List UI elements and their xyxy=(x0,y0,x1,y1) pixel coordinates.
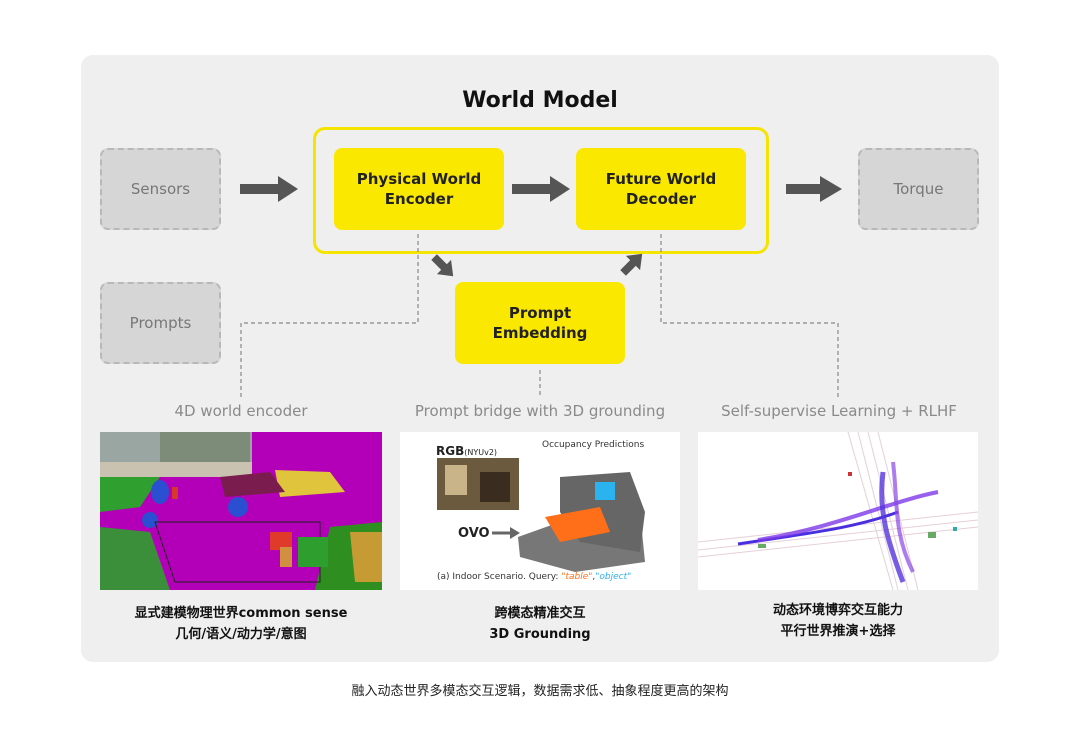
segmentation-image xyxy=(100,432,382,590)
bottom-middle-line-2: 3D Grounding xyxy=(489,627,591,642)
caption-self-supervise: Self-supervise Learning + RLHF xyxy=(721,402,957,420)
query-object: "object" xyxy=(595,572,632,582)
diagram-title: World Model xyxy=(462,88,618,113)
physical-world-encoder-node: Physical World Encoder xyxy=(334,148,504,230)
encoder-line-2: Encoder xyxy=(384,190,454,208)
decoder-line-1: Future World xyxy=(605,170,717,188)
rgb-sub-label: (NYUv2) xyxy=(464,448,498,457)
ovo-label: OVO xyxy=(458,526,490,541)
arrow-encoder-to-prompt xyxy=(431,254,454,277)
scenario-text: (a) Indoor Scenario. Query: xyxy=(437,572,562,582)
prompt-embedding-line-2: Embedding xyxy=(492,324,588,342)
prompt-embedding-node: Prompt Embedding xyxy=(455,282,625,364)
bottom-text-right: 动态环境博弈交互能力 平行世界推演+选择 xyxy=(698,600,978,642)
prompt-embedding-line-1: Prompt xyxy=(508,304,572,322)
decoder-line-2: Decoder xyxy=(625,190,697,208)
trajectory-image xyxy=(698,432,978,590)
future-world-decoder-node: Future World Decoder xyxy=(576,148,746,230)
bottom-text-left: 显式建模物理世界common sense 几何/语义/动力学/意图 xyxy=(100,603,382,645)
arrow-prompt-to-decoder xyxy=(620,253,643,276)
sensors-node: Sensors xyxy=(100,148,221,230)
encoder-line-1: Physical World xyxy=(356,170,482,188)
bottom-text-middle: 跨模态精准交互 3D Grounding xyxy=(400,603,680,645)
scenario-label: (a) Indoor Scenario. Query: "table","obj… xyxy=(437,572,631,582)
query-table: "table" xyxy=(561,572,593,582)
dashed-connector-right xyxy=(660,234,839,398)
dashed-connector-left xyxy=(240,234,419,398)
bottom-right-line-1: 动态环境博弈交互能力 xyxy=(772,603,903,618)
bottom-left-line-2: 几何/语义/动力学/意图 xyxy=(175,627,307,642)
rgb-label: RGB(NYUv2) xyxy=(436,444,497,458)
occupancy-image: Occupancy Predictions RGB(NYUv2) OVO (a)… xyxy=(400,432,680,590)
arrow-encoder-to-decoder xyxy=(512,176,570,202)
caption-4d-world-encoder: 4D world encoder xyxy=(174,402,308,420)
trajectory-illustration xyxy=(698,432,978,590)
arrow-decoder-to-torque xyxy=(786,176,842,202)
prompts-node: Prompts xyxy=(100,282,221,364)
bottom-right-line-2: 平行世界推演+选择 xyxy=(780,624,896,639)
occupancy-illustration xyxy=(437,458,645,572)
segmentation-illustration xyxy=(100,432,382,590)
torque-node: Torque xyxy=(858,148,979,230)
bottom-left-line-1: 显式建模物理世界common sense xyxy=(134,606,348,621)
world-model-frame xyxy=(313,127,769,254)
rgb-label-text: RGB xyxy=(436,444,465,458)
query-separator: , xyxy=(592,572,596,582)
bottom-middle-line-1: 跨模态精准交互 xyxy=(494,606,586,621)
caption-prompt-bridge: Prompt bridge with 3D grounding xyxy=(414,402,666,420)
footer-caption: 融入动态世界多模态交互逻辑，数据需求低、抽象程度更高的架构 xyxy=(351,684,729,699)
occupancy-heading: Occupancy Predictions xyxy=(542,440,645,450)
arrow-sensors-to-encoder xyxy=(240,176,298,202)
